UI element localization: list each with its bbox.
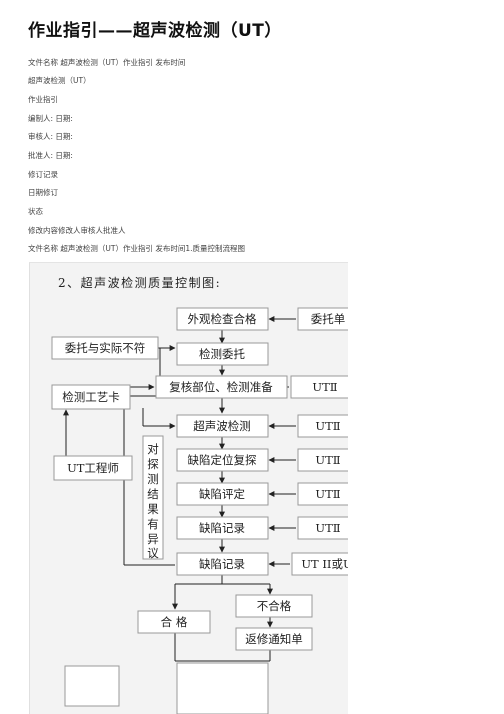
box-ut-engineer: UT工程师 [67, 461, 119, 475]
revision-record: 修订记录 [28, 170, 58, 179]
reviewed-by: 审核人: 日期: [28, 132, 73, 141]
box-defect-record-2: 缺陷记录 [199, 557, 245, 571]
box-unqualified: 不合格 [257, 599, 292, 613]
box-recheck-prepare: 复核部位、检测准备 [169, 380, 273, 394]
dispute-char: 测 [147, 472, 159, 486]
box-ut-level-1: UTⅡ [312, 380, 337, 394]
doc-subject: 超声波检测（UT） [28, 76, 91, 85]
box-detection-entrust: 检测委托 [199, 347, 245, 361]
revision-status: 状态 [28, 207, 43, 216]
revision-date: 日期修订 [28, 188, 58, 197]
box-repair-notice: 返修通知单 [245, 632, 303, 646]
box-ut-level-4: UTⅡ [315, 487, 340, 501]
revision-columns: 修改内容修改人审核人批准人 [28, 226, 126, 235]
dispute-char: 有 [147, 517, 159, 531]
dispute-char: 探 [147, 457, 159, 471]
box-visual-inspection: 外观检查合格 [188, 312, 257, 326]
flowchart-labels: 外观检查合格 委托单 委托与实际不符 检测委托 检测工艺卡 复核部位、检测准备 … [62, 312, 348, 646]
box-defect-record-1: 缺陷记录 [199, 521, 245, 535]
box-ut-level-5: UTⅡ [315, 521, 340, 535]
flowchart-title: 2、超声波检测质量控制图: [58, 275, 221, 290]
box-entrust-form: 委托单 [311, 312, 346, 326]
dispute-char: 对 [147, 442, 159, 456]
page-title: 作业指引——超声波检测（UT） [28, 21, 282, 41]
dispute-vertical-label: 对 探 测 结 果 有 异 议 [147, 442, 159, 560]
approved-by: 批准人: 日期: [28, 151, 73, 160]
box-process-card: 检测工艺卡 [62, 390, 120, 404]
box-qualified: 合 格 [161, 615, 188, 629]
dispute-char: 议 [147, 546, 159, 560]
box-defect-locate: 缺陷定位复探 [188, 453, 257, 467]
doc-type: 作业指引 [28, 95, 58, 104]
flowchart-svg: 2、超声波检测质量控制图: [51, 275, 348, 714]
box-ut-level-3: UTⅡ [315, 453, 340, 467]
prepared-by: 编制人: 日期: [28, 114, 73, 123]
dispute-char: 果 [147, 502, 159, 516]
file-info-line: 文件名称 超声波检测（UT）作业指引 发布时间 [28, 58, 186, 67]
box-ultrasonic-testing: 超声波检测 [193, 419, 251, 433]
flowchart-connectors [63, 316, 296, 662]
box-defect-evaluate: 缺陷评定 [199, 487, 245, 501]
flowchart-boxes [51, 307, 348, 714]
box-ut-level-2: UTⅡ [315, 419, 340, 433]
dispute-char: 结 [147, 487, 159, 501]
box-ut-level-6: UT II或U [301, 557, 348, 571]
dispute-char: 异 [147, 532, 159, 546]
flowchart-figure: 2、超声波检测质量控制图: [29, 262, 348, 714]
file-info-flowchart-line: 文件名称 超声波检测（UT）作业指引 发布时间1.质量控制流程图 [28, 244, 245, 253]
box-entrust-mismatch: 委托与实际不符 [65, 341, 146, 355]
